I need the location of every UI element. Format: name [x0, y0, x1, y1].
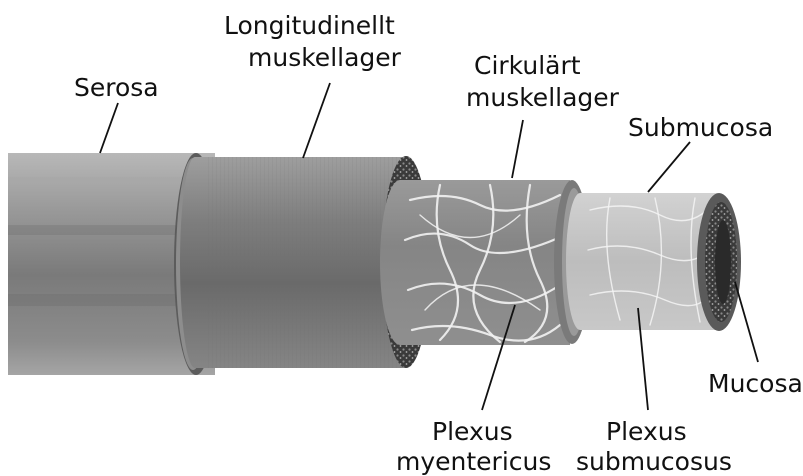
label-submucosa: Submucosa — [628, 113, 773, 142]
leader-submucosa — [648, 142, 690, 192]
leader-serosa — [100, 103, 118, 153]
circular-muscle-layer — [380, 180, 590, 345]
label-plexus-myentericus-line1: Plexus — [432, 417, 513, 446]
label-plexus-submucosus-line1: Plexus — [606, 417, 687, 446]
label-circular-line2: muskellager — [466, 83, 620, 112]
label-plexus-myentericus-line2: myentericus — [396, 447, 551, 476]
label-serosa: Serosa — [74, 73, 159, 102]
leader-circular — [512, 120, 523, 178]
label-circular-line1: Cirkulärt — [474, 51, 581, 80]
submucosa-layer — [566, 193, 718, 330]
mucosa-layer — [697, 193, 741, 331]
leader-longitudinal — [303, 83, 330, 158]
label-longitudinal-line2: muskellager — [248, 43, 402, 72]
label-mucosa: Mucosa — [708, 369, 803, 398]
label-longitudinal-line1: Longitudinellt — [224, 11, 395, 40]
label-plexus-submucosus-line2: submucosus — [576, 447, 732, 476]
leader-mucosa — [735, 282, 758, 362]
